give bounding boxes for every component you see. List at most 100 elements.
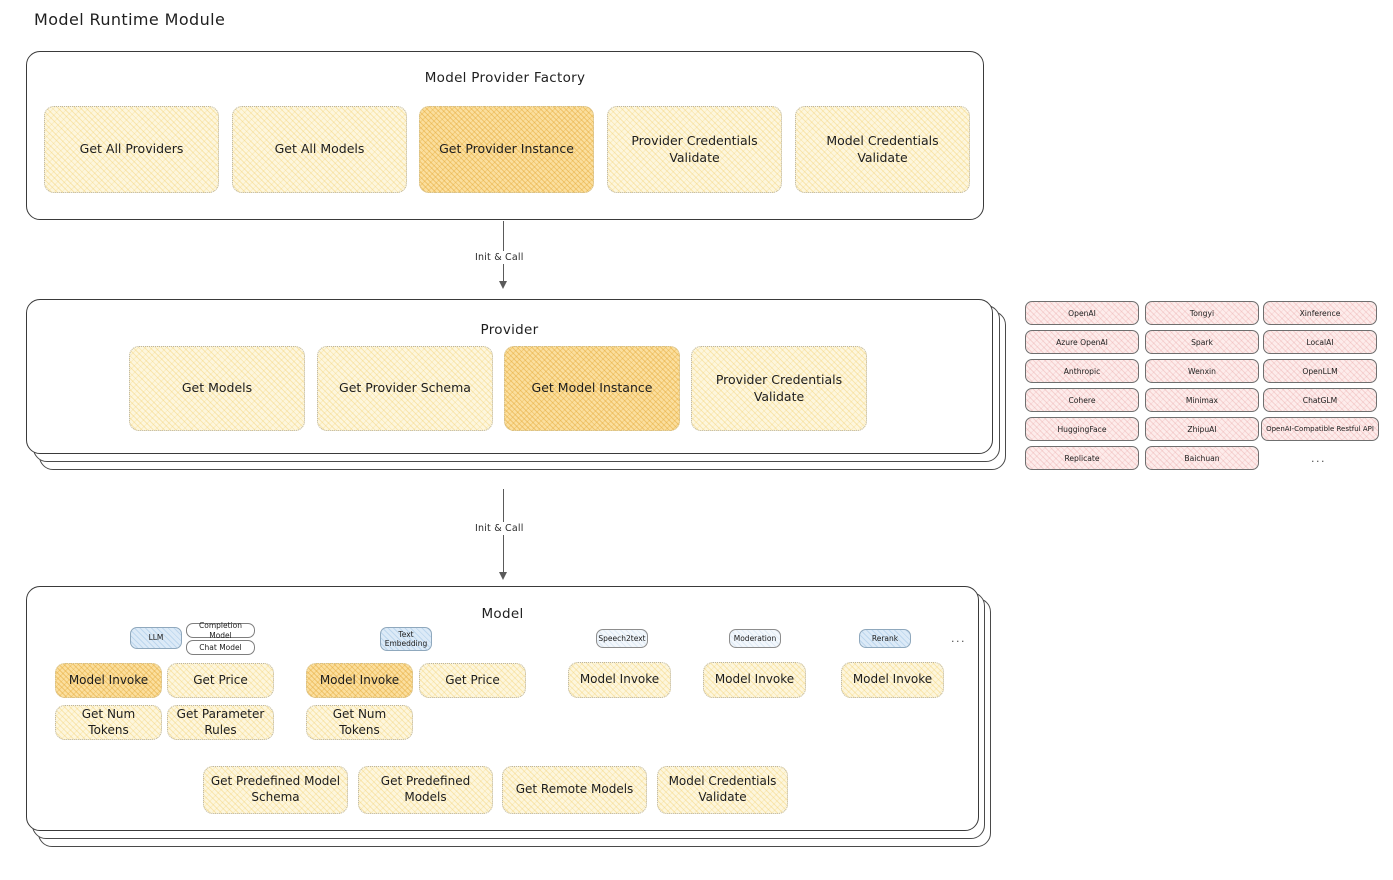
model-shared-method-label: Get Predefined Models [380,774,471,804]
model-subtype-chip-completion-model[interactable]: Completion Model [186,621,255,640]
provider-method-label: Get Provider Schema [339,380,471,396]
model-type-chip-rerank[interactable]: Rerank [859,629,911,648]
factory-method-label: Provider Credentials Validate [631,133,758,165]
page-title: Model Runtime Module [34,10,226,29]
model-type-chip-speech2text[interactable]: Speech2text [596,629,648,648]
model-type-label: LLM [148,633,164,643]
provider-chip-label: Minimax [1185,395,1219,405]
provider-method-get-models[interactable]: Get Models [129,346,305,431]
provider-chip-label: Replicate [1064,453,1100,463]
provider-chip-cohere[interactable]: Cohere [1025,388,1139,412]
provider-chip-openai-compatible-restful-api[interactable]: OpenAI-Compatible Restful API [1261,417,1379,441]
arrow-factory-to-provider-head [499,281,507,289]
factory-method-get-all-models[interactable]: Get All Models [232,106,407,193]
provider-chip-label: ChatGLM [1302,395,1338,405]
llm-method-get-parameter-rules[interactable]: Get Parameter Rules [167,705,274,740]
arrow-provider-to-model-head [499,572,507,580]
model-type-label: Rerank [871,633,899,643]
provider-chip-label: Baichuan [1184,453,1220,463]
provider-chip-replicate[interactable]: Replicate [1025,446,1139,470]
factory-method-label: Get Provider Instance [439,141,574,157]
provider-chip-azure-openai[interactable]: Azure OpenAI [1025,330,1139,354]
provider-method-label: Provider Credentials Validate [715,372,843,404]
provider-chip-anthropic[interactable]: Anthropic [1025,359,1139,383]
text-embedding-method-model-invoke[interactable]: Model Invoke [306,663,413,698]
llm-method-get-price[interactable]: Get Price [167,663,274,698]
model-shared-method-model-credentials-validate[interactable]: Model Credentials Validate [657,766,788,814]
factory-method-label: Get All Providers [79,141,184,157]
factory-method-get-provider-instance[interactable]: Get Provider Instance [419,106,594,193]
model-type-chip-text-embedding[interactable]: Text Embedding [380,627,432,651]
moderation-method-model-invoke[interactable]: Model Invoke [703,662,806,698]
provider-chip-label: OpenLLM [1302,366,1338,376]
text-embedding-method-label: Model Invoke [319,672,400,687]
provider-chip-label: HuggingFace [1057,424,1107,434]
provider-chip-label: Wenxin [1188,366,1216,376]
provider-method-label: Get Model Instance [531,380,653,396]
factory-method-label: Get All Models [274,141,365,157]
model-title: Model [481,606,524,622]
speech2text-method-model-invoke[interactable]: Model Invoke [568,662,671,698]
factory-method-get-all-providers[interactable]: Get All Providers [44,106,219,193]
provider-chip-label: Cohere [1068,395,1096,405]
llm-method-label: Get Parameter Rules [176,706,265,737]
model-shared-method-get-predefined-model-schema[interactable]: Get Predefined Model Schema [203,766,348,814]
model-subtype-label: Completion Model [199,621,242,640]
provider-chip-label: Tongyi [1189,308,1215,318]
rerank-method-model-invoke[interactable]: Model Invoke [841,662,944,698]
provider-chip-label: Xinference [1299,308,1341,318]
text-embedding-method-label: Get Num Tokens [332,706,387,737]
speech2text-method-label: Model Invoke [579,672,660,687]
llm-method-label: Get Price [193,672,248,687]
provider-chip-label: LocalAI [1306,337,1334,347]
provider-method-provider-credentials-validate[interactable]: Provider Credentials Validate [691,346,867,431]
provider-chip-label: Anthropic [1063,366,1101,376]
provider-chip-huggingface[interactable]: HuggingFace [1025,417,1139,441]
provider-chip-chatglm[interactable]: ChatGLM [1263,388,1377,412]
model-shared-method-label: Get Predefined Model Schema [210,774,341,804]
provider-method-label: Get Models [181,380,253,396]
provider-chip-minimax[interactable]: Minimax [1145,388,1259,412]
provider-chip-label: ZhipuAI [1187,424,1217,434]
provider-chip-tongyi[interactable]: Tongyi [1145,301,1259,325]
provider-method-get-provider-schema[interactable]: Get Provider Schema [317,346,493,431]
provider-title: Provider [480,322,539,338]
provider-chip-openai[interactable]: OpenAI [1025,301,1139,325]
model-types-more: ... [951,632,966,645]
provider-chip-zhipuai[interactable]: ZhipuAI [1145,417,1259,441]
model-shared-method-label: Get Remote Models [515,782,634,797]
moderation-method-label: Model Invoke [714,672,795,687]
model-subtype-chip-chat-model[interactable]: Chat Model [186,640,255,655]
provider-chip-wenxin[interactable]: Wenxin [1145,359,1259,383]
factory-method-provider-credentials-validate[interactable]: Provider Credentials Validate [607,106,782,193]
model-type-label: Moderation [733,633,777,643]
model-type-chip-llm[interactable]: LLM [130,627,182,649]
model-type-label: Text Embedding [384,629,428,648]
provider-chip-label: Azure OpenAI [1056,337,1108,347]
provider-chip-baichuan[interactable]: Baichuan [1145,446,1259,470]
model-subtype-label: Chat Model [199,642,242,652]
model-provider-factory-title: Model Provider Factory [424,70,586,86]
provider-chip-spark[interactable]: Spark [1145,330,1259,354]
llm-method-label: Get Num Tokens [81,706,136,737]
provider-method-get-model-instance[interactable]: Get Model Instance [504,346,680,431]
llm-method-model-invoke[interactable]: Model Invoke [55,663,162,698]
text-embedding-method-get-num-tokens[interactable]: Get Num Tokens [306,705,413,740]
arrow-provider-to-model-label: Init & Call [471,522,528,535]
model-shared-method-get-remote-models[interactable]: Get Remote Models [502,766,647,814]
factory-method-model-credentials-validate[interactable]: Model Credentials Validate [795,106,970,193]
provider-chip-localai[interactable]: LocalAI [1263,330,1377,354]
model-shared-method-label: Model Credentials Validate [668,774,777,804]
llm-method-get-num-tokens[interactable]: Get Num Tokens [55,705,162,740]
provider-chip-openllm[interactable]: OpenLLM [1263,359,1377,383]
model-type-chip-moderation[interactable]: Moderation [729,629,781,648]
text-embedding-method-label: Get Price [445,672,500,687]
factory-method-label: Model Credentials Validate [826,133,939,165]
provider-chip-label: OpenAI [1068,308,1096,318]
model-shared-method-get-predefined-models[interactable]: Get Predefined Models [358,766,493,814]
arrow-factory-to-provider-label: Init & Call [471,251,528,264]
provider-chip-xinference[interactable]: Xinference [1263,301,1377,325]
text-embedding-method-get-price[interactable]: Get Price [419,663,526,698]
provider-list-more: ... [1311,452,1326,465]
